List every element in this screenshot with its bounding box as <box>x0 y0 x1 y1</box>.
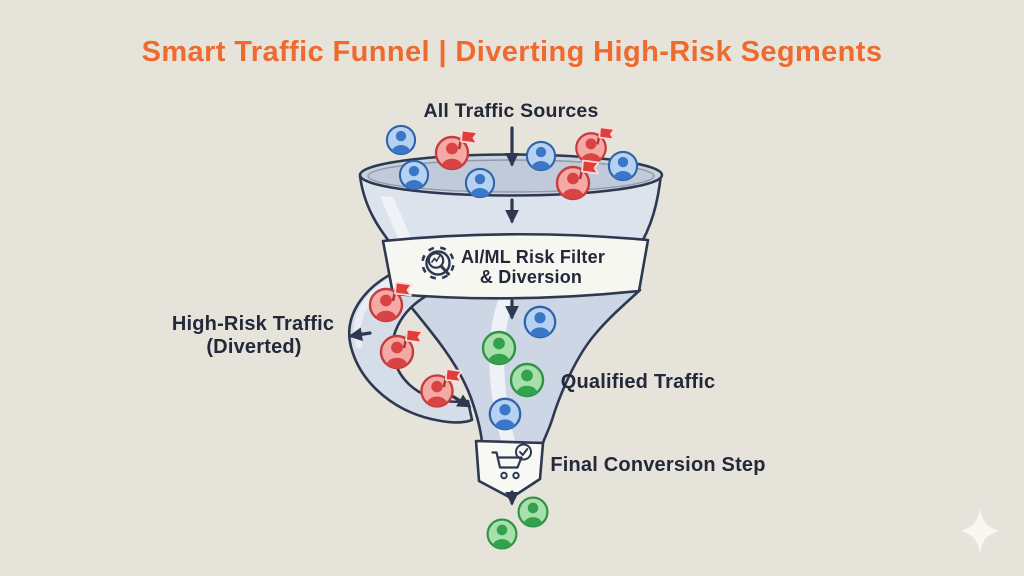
cart-check-icon <box>491 443 532 480</box>
converted-users <box>488 498 548 555</box>
conversion-box <box>474 439 545 500</box>
gear-magnifier-icon <box>421 246 455 280</box>
visitor-user-icon <box>387 126 415 161</box>
sparkle-icon <box>961 509 999 553</box>
label-high-risk-line2: (Diverted) <box>206 336 302 358</box>
label-filter-line2: & Diversion <box>479 267 583 287</box>
label-final-conversion-step: Final Conversion Step <box>550 454 766 476</box>
funnel-bowl-highlight <box>380 196 412 240</box>
arrow-diverted-out <box>348 327 372 342</box>
label-filter-line1: AI/ML Risk Filter <box>460 247 606 267</box>
page-title: Smart Traffic Funnel | Diverting High-Ri… <box>141 36 883 68</box>
label-qualified-traffic: Qualified Traffic <box>560 371 716 393</box>
label-high-risk-line1: High-Risk Traffic <box>171 313 335 335</box>
qualified-user-icon <box>488 520 517 555</box>
qualified-user-icon <box>519 498 548 533</box>
label-all-traffic-sources: All Traffic Sources <box>423 100 599 122</box>
arrow-pipe-merge <box>450 394 472 408</box>
filter-band <box>381 232 650 300</box>
